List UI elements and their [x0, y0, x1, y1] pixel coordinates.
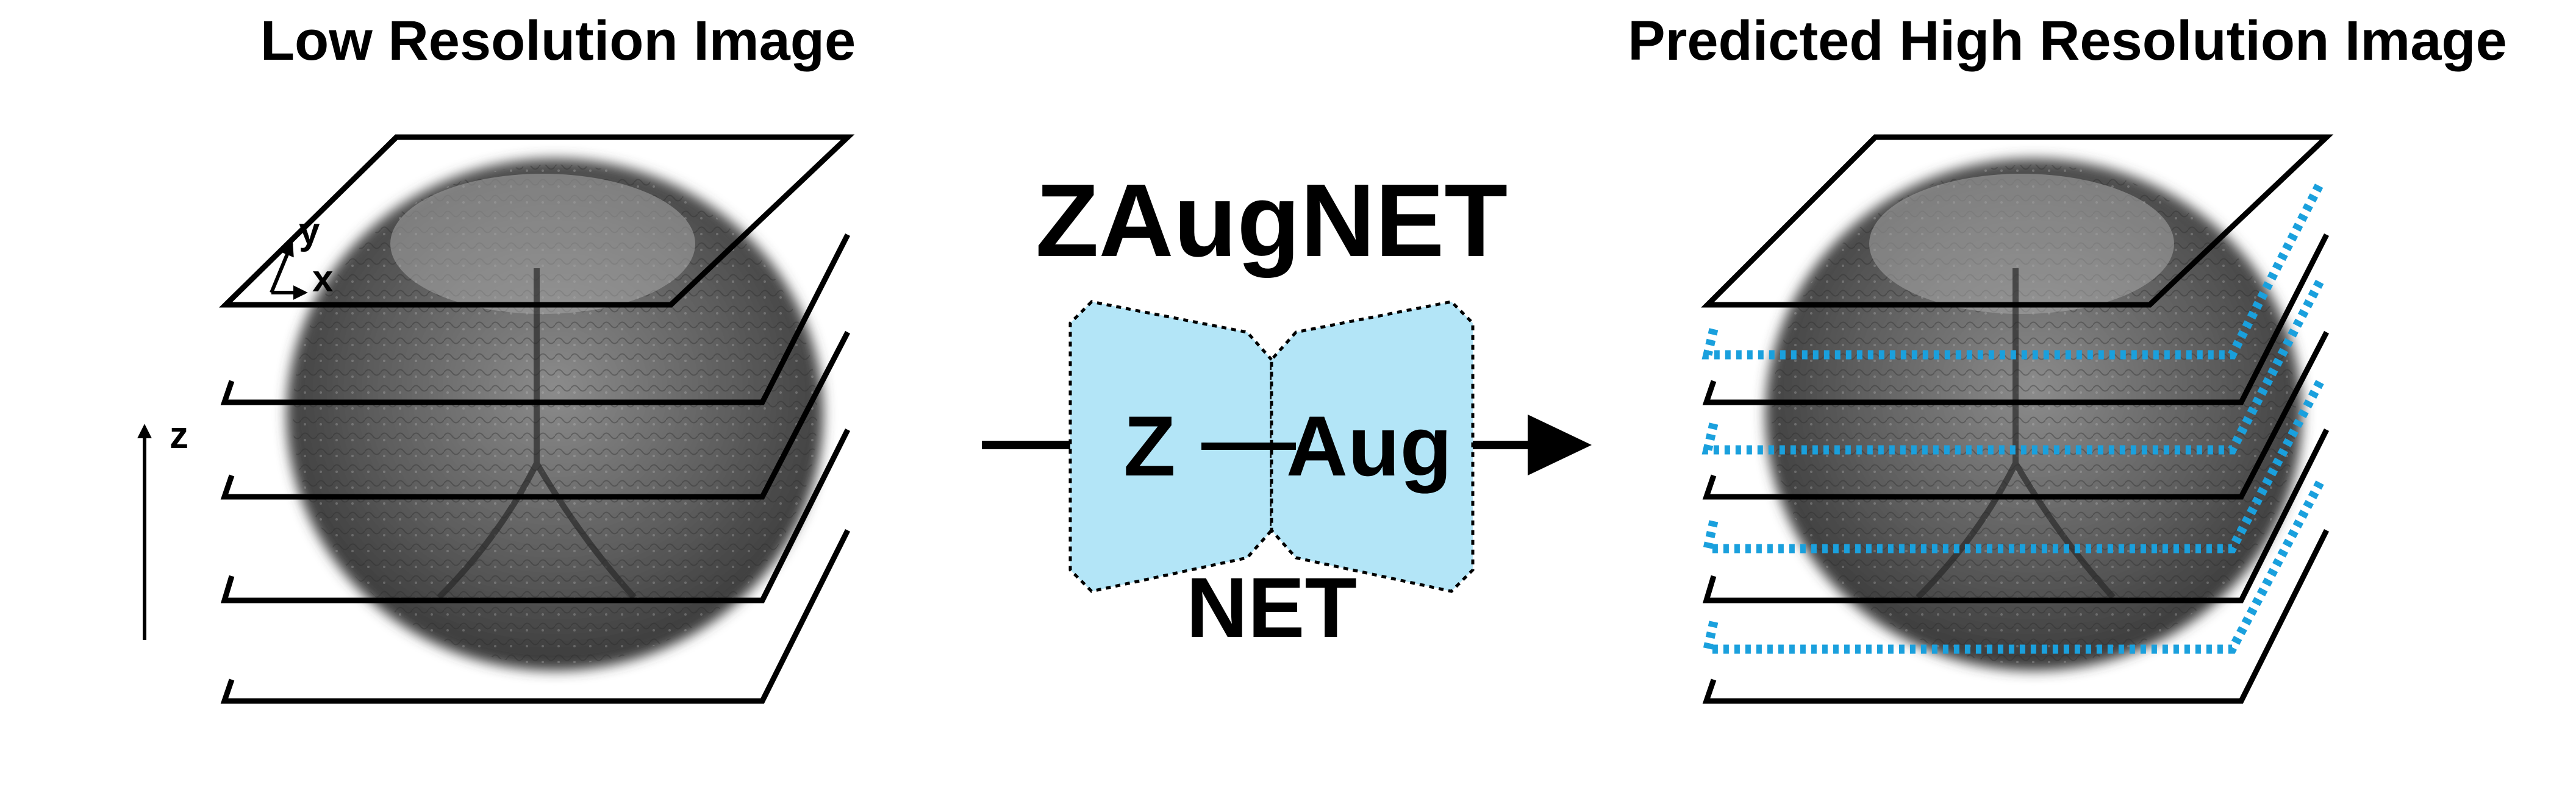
output-arrow — [1473, 415, 1592, 475]
right-slice-top — [1701, 134, 2334, 308]
axis-x-label: x — [312, 258, 334, 300]
right-slice-5 — [1702, 528, 2330, 704]
left-slice-2 — [220, 233, 851, 405]
encoder-block-z — [1068, 300, 1273, 593]
network: ZAugNET Z Aug NET — [982, 163, 1592, 655]
block-aug-label: Aug — [1286, 398, 1452, 494]
left-slice-3 — [220, 330, 850, 500]
axis-y-label: y — [299, 210, 320, 252]
xy-axes: y x — [270, 210, 334, 300]
predicted-slice-4 — [1701, 479, 2325, 654]
left-panel-title: Low Resolution Image — [260, 10, 856, 72]
left-slice-4 — [220, 428, 851, 603]
axis-z-label: z — [170, 415, 188, 457]
right-panel-title: Predicted High Resolution Image — [1628, 10, 2507, 72]
left-slice-5 — [220, 528, 851, 704]
left-panel: Low Resolution Image y x z — [137, 10, 856, 704]
decoder-block-aug — [1270, 300, 1475, 593]
right-slice-4 — [1702, 428, 2330, 603]
predicted-slice-2 — [1701, 278, 2325, 455]
left-slice-top — [218, 134, 855, 308]
predicted-slice-3 — [1701, 379, 2325, 553]
block-z-label: Z — [1123, 398, 1176, 494]
network-bottom-label: NET — [1186, 560, 1357, 655]
right-slice-2 — [1702, 233, 2330, 405]
right-panel: Predicted High Resolution Image — [1628, 10, 2507, 704]
network-title: ZAugNET — [1036, 163, 1508, 279]
z-axis: z — [137, 415, 188, 640]
right-slice-3 — [1702, 330, 2329, 500]
predicted-slice-1 — [1701, 180, 2325, 360]
